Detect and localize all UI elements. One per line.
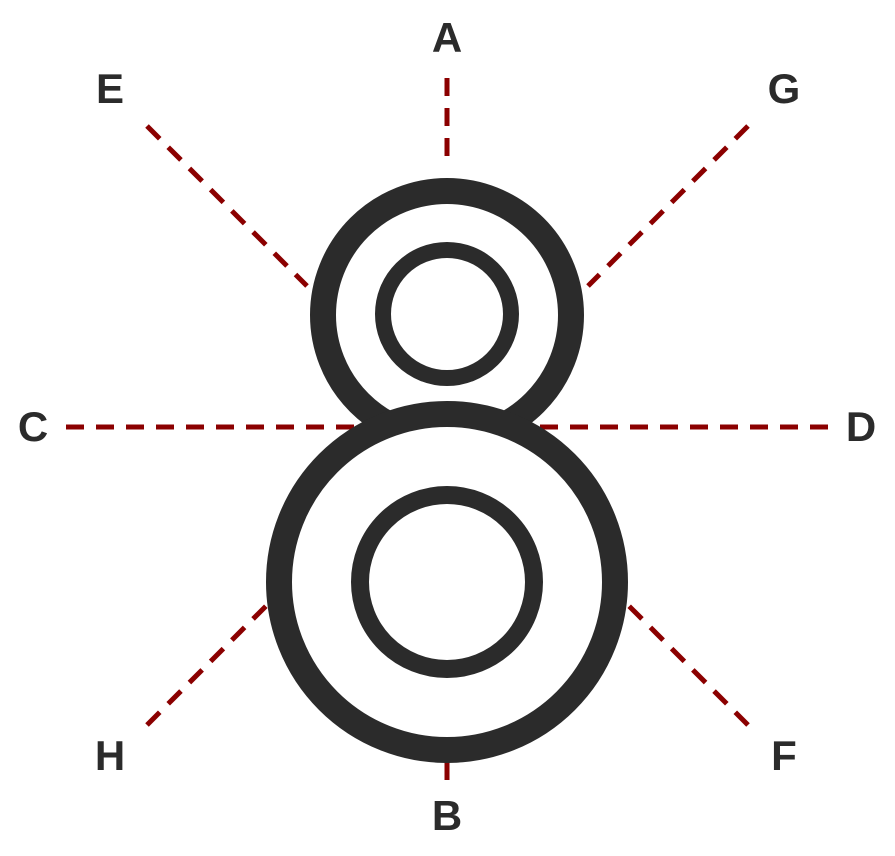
- label-a: A: [431, 14, 463, 61]
- label-f: F: [771, 732, 797, 779]
- upper-inner-ring: [375, 242, 519, 386]
- label-d: D: [845, 403, 877, 450]
- lower-inner-ring: [351, 486, 543, 678]
- line-f: [623, 600, 750, 727]
- line-g: [586, 124, 750, 288]
- line-h: [145, 600, 272, 727]
- label-b: B: [431, 792, 463, 839]
- label-g: G: [767, 65, 801, 112]
- line-e: [145, 124, 309, 288]
- label-e: E: [95, 65, 125, 112]
- label-c: C: [17, 403, 49, 450]
- label-h: H: [94, 732, 126, 779]
